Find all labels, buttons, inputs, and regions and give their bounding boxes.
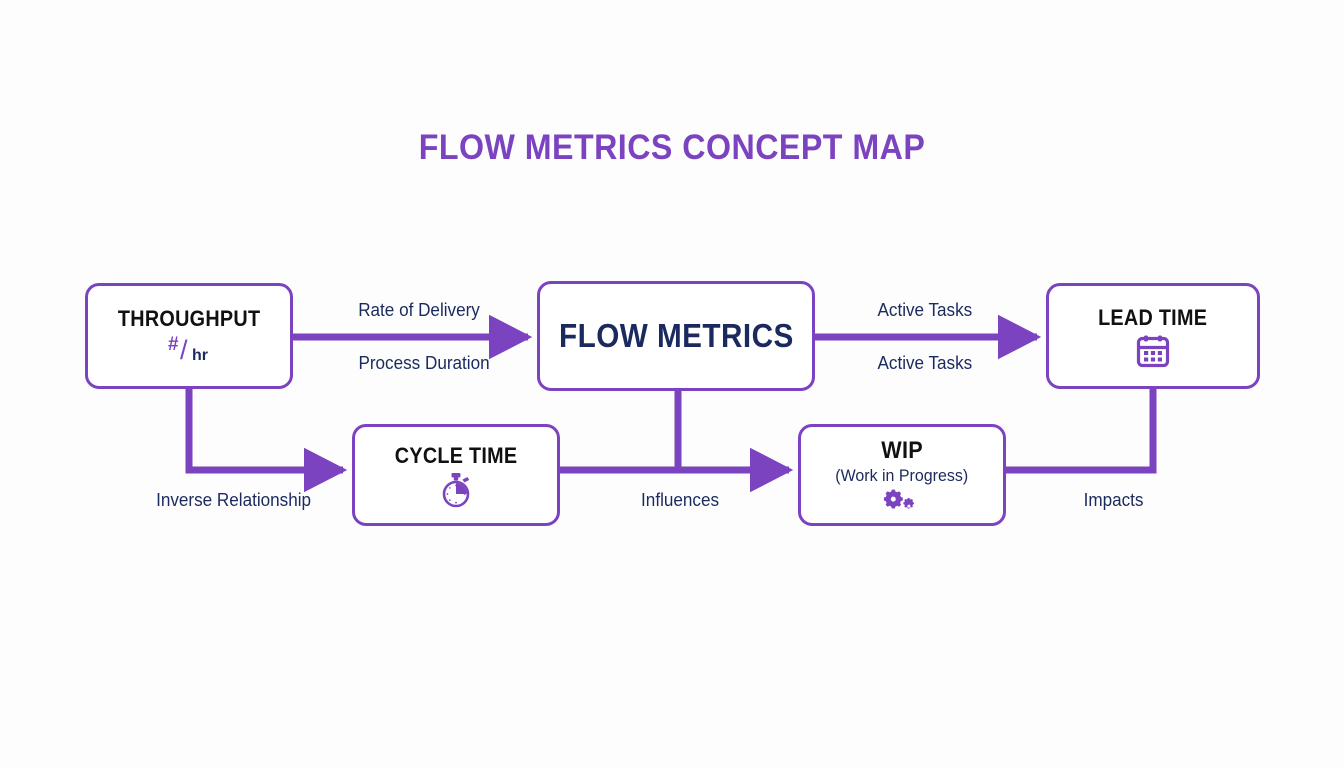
rate-per-hour-icon: # / hr: [166, 333, 212, 367]
rate-numerator: #: [168, 333, 179, 355]
node-cycle-time[interactable]: CYCLE TIME: [352, 424, 560, 526]
edge-label-active-tasks-top: Active Tasks: [877, 300, 973, 320]
edge-throughput-to-cycletime: [185, 389, 348, 493]
edge-wip-to-leadtime: [1006, 389, 1157, 474]
edge-label-inverse-relationship: Inverse Relationship: [156, 490, 312, 510]
node-cycle-time-title: CYCLE TIME: [394, 442, 518, 468]
node-flow-metrics[interactable]: FLOW METRICS: [537, 281, 815, 391]
node-throughput-title: THROUGHPUT: [117, 305, 261, 331]
node-wip[interactable]: WIP (Work in Progress): [798, 424, 1006, 526]
node-flow-metrics-title: FLOW METRICS: [558, 317, 794, 354]
node-lead-time[interactable]: LEAD TIME: [1046, 283, 1260, 389]
edge-label-impacts: Impacts: [1083, 490, 1144, 510]
calendar-icon: [1136, 334, 1170, 368]
edge-label-influences: Influences: [641, 490, 720, 510]
rate-denominator: hr: [192, 346, 208, 364]
node-wip-title: WIP: [881, 437, 923, 464]
node-wip-subtitle: (Work in Progress): [835, 466, 969, 485]
node-lead-time-title: LEAD TIME: [1098, 304, 1208, 330]
edge-label-active-tasks-bottom: Active Tasks: [877, 353, 973, 373]
stopwatch-icon: [438, 472, 474, 508]
node-throughput[interactable]: THROUGHPUT # / hr: [85, 283, 293, 389]
edge-label-process-duration: Process Duration: [358, 353, 490, 373]
page-title: FLOW METRICS CONCEPT MAP: [418, 128, 926, 167]
gears-icon: [883, 489, 921, 513]
edge-label-rate-of-delivery: Rate of Delivery: [358, 300, 480, 320]
rate-slash: /: [180, 334, 188, 365]
